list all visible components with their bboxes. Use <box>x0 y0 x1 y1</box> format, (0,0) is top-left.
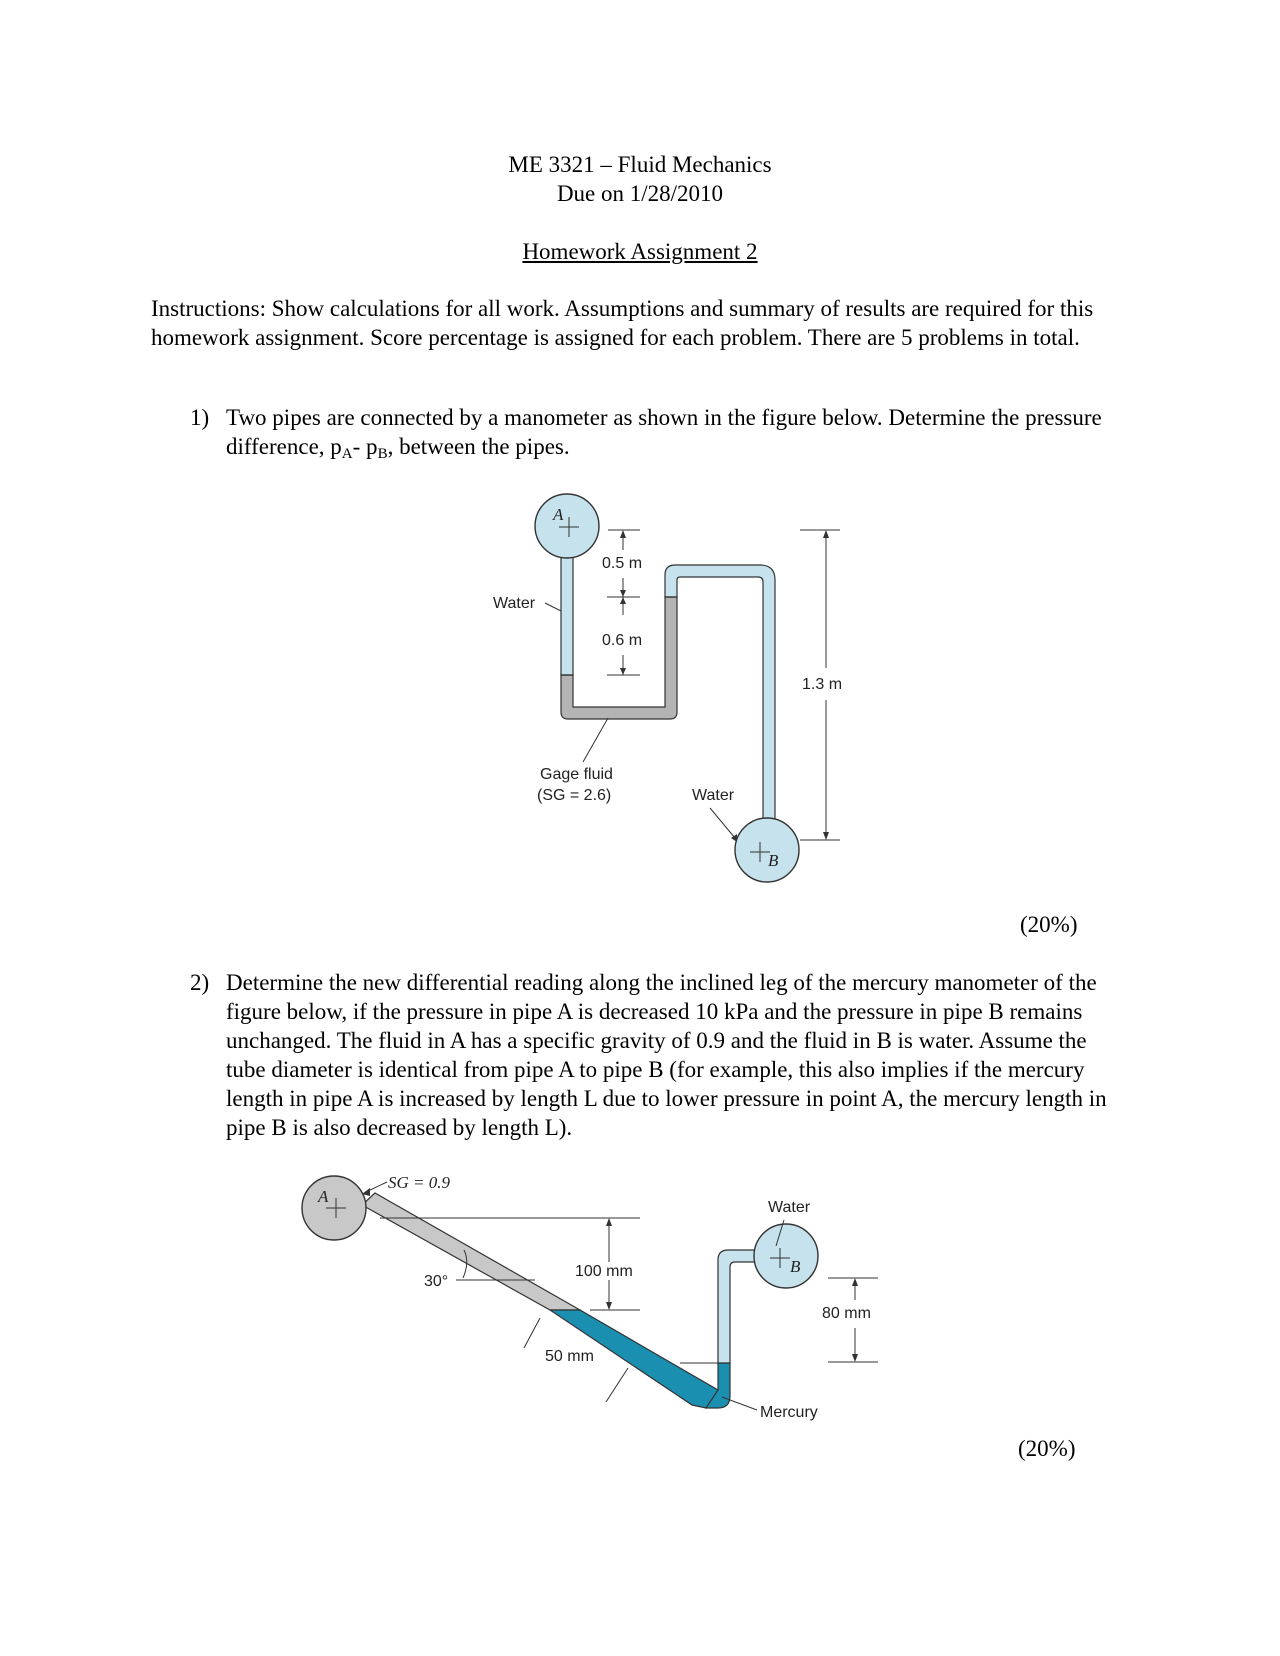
water-label-right: Water <box>692 787 735 804</box>
pipe-b <box>734 817 800 883</box>
water-right-leg <box>717 1249 759 1364</box>
right-water-column <box>664 564 776 823</box>
due-date: Due on 1/28/2010 <box>556 181 724 206</box>
problem-1-sub-a: A <box>341 446 353 462</box>
label-a-1: A <box>552 505 564 524</box>
oil-leg <box>360 1192 583 1311</box>
dim-100mm: 100 mm <box>575 1263 633 1280</box>
dim-1-3m: 1.3 m <box>802 676 842 693</box>
pipe-b-2 <box>753 1223 819 1289</box>
problem-1-text: Two pipes are connected by a manometer a… <box>226 403 1131 462</box>
course-title: ME 3321 – Fluid Mechanics <box>508 152 772 177</box>
figure-2-manometer: A B SG = 0.9 Water 100 mm 30° 50 mm 80 m… <box>301 1173 878 1421</box>
problem-1-sub-b: B <box>377 446 388 462</box>
water-label-left: Water <box>493 595 536 612</box>
sg-label: SG = 0.9 <box>388 1173 450 1192</box>
figure-1-manometer: A B 0.5 m 0.6 m 1.3 m Water Water Gage f… <box>493 493 842 883</box>
assignment-title: Homework Assignment 2 <box>0 237 1280 266</box>
problem-2-number: 2) <box>190 970 210 995</box>
problem-1-percent: (20%) <box>1020 912 1078 937</box>
problem-1-number: 1) <box>190 405 210 430</box>
dim-0-5m: 0.5 m <box>602 555 642 572</box>
problem-1-text-before: Two pipes are connected by a manometer a… <box>226 405 1102 459</box>
angle-label: 30° <box>424 1273 448 1290</box>
dim-0-6m: 0.6 m <box>602 632 642 649</box>
dim-50mm: 50 mm <box>545 1348 594 1365</box>
label-b-2: B <box>790 1257 801 1276</box>
gage-fluid-body <box>560 596 678 720</box>
left-water-column <box>560 552 574 676</box>
gage-fluid-sg: (SG = 2.6) <box>537 787 611 804</box>
instructions: Instructions: Show calculations for all … <box>151 296 1094 350</box>
problem-1-text-after: , between the pipes. <box>387 434 570 459</box>
dim-80mm: 80 mm <box>822 1305 871 1322</box>
pipe-a <box>534 493 600 559</box>
gage-fluid-label: Gage fluid <box>540 766 613 783</box>
problem-1-dash: - p <box>352 434 378 459</box>
mercury-label: Mercury <box>760 1404 818 1421</box>
assignment-title-text: Homework Assignment 2 <box>522 239 758 264</box>
problem-2-text: Determine the new differential reading a… <box>226 970 1107 1140</box>
label-b-1: B <box>768 851 779 870</box>
problem-2-percent: (20%) <box>1018 1436 1076 1461</box>
label-a-2: A <box>317 1187 329 1206</box>
water-label-2: Water <box>768 1199 811 1216</box>
